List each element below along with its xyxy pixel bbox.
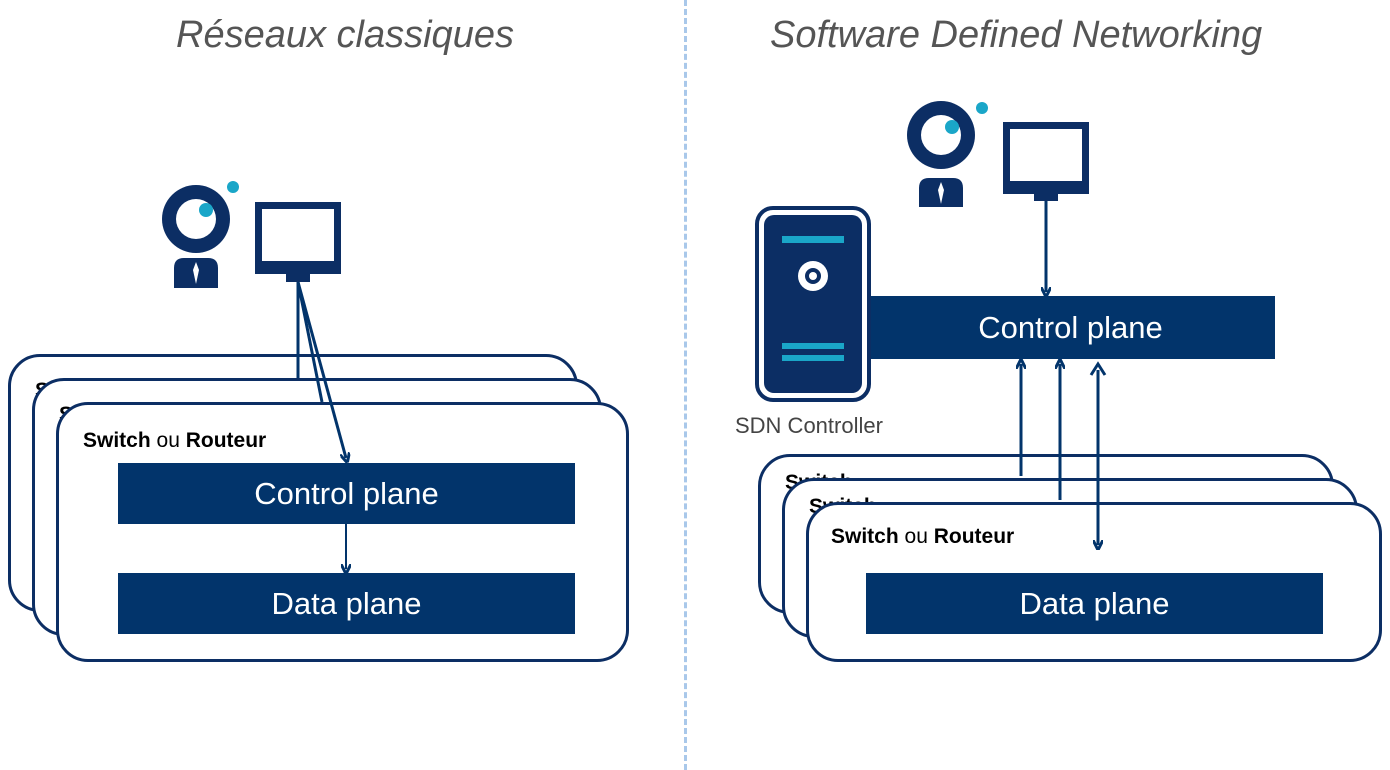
device-label: Switch ou Routeur	[83, 429, 267, 452]
server-icon	[755, 206, 871, 402]
control-plane-left: Control plane	[118, 463, 575, 524]
data-plane-right: Data plane	[866, 573, 1323, 634]
person-icon	[907, 101, 988, 207]
sdn-controller-caption: SDN Controller	[735, 413, 883, 438]
left-management-arrows	[296, 281, 346, 569]
monitor-icon	[1003, 122, 1089, 201]
data-plane-left: Data plane	[118, 573, 575, 634]
sdn-control-arrows	[1021, 364, 1107, 545]
title-classic-networks: Réseaux classiques	[176, 14, 514, 56]
sdn-device-label: Switch ou Routeur	[831, 525, 1015, 548]
section-divider	[684, 0, 687, 770]
person-icon	[162, 181, 239, 288]
monitor-icon	[255, 202, 341, 282]
title-sdn: Software Defined Networking	[770, 14, 1263, 56]
control-plane-sdn: Control plane	[866, 296, 1275, 359]
